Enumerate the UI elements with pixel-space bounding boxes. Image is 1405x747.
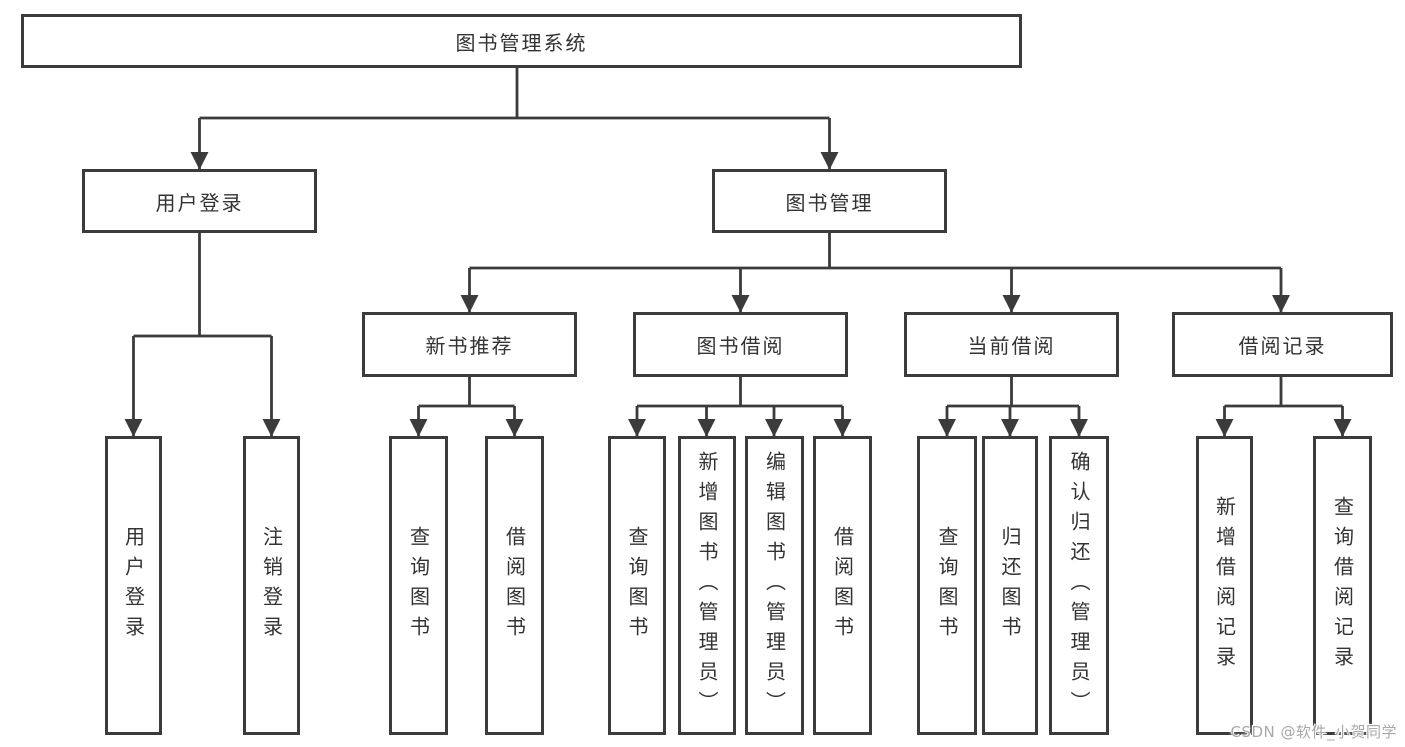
node-library-management-system: 图书管理系统 — [21, 14, 1022, 68]
node-user-login-branch: 用户登录 — [82, 169, 317, 233]
watermark: CSDN @软件_小贺同学 — [1230, 723, 1397, 741]
node-label: 新增借阅记录 — [1212, 495, 1237, 676]
leaf-borrowing-edit-book-admin: 编辑图书（管理员） — [745, 436, 804, 735]
node-label: 用户登录 — [155, 190, 244, 215]
node-label: 注销登录 — [259, 525, 284, 646]
node-label: 当前借阅 — [967, 334, 1056, 358]
node-label: 查询图书 — [935, 525, 959, 646]
node-borrowing-records: 借阅记录 — [1172, 312, 1393, 377]
leaf-borrowing-query-book: 查询图书 — [608, 436, 666, 735]
node-label: 查询借阅记录 — [1330, 495, 1355, 676]
node-label: 借阅图书 — [502, 525, 527, 646]
leaf-records-query-borrow-record: 查询借阅记录 — [1313, 436, 1372, 735]
node-book-management-branch: 图书管理 — [712, 169, 947, 233]
node-label: 归还图书 — [998, 525, 1022, 646]
leaf-user-login: 用户登录 — [105, 436, 162, 735]
leaf-borrowing-borrow-book: 借阅图书 — [813, 436, 872, 735]
leaf-records-add-borrow-record: 新增借阅记录 — [1196, 436, 1253, 735]
node-label: 借阅图书 — [830, 525, 855, 646]
node-new-book-recommendation: 新书推荐 — [362, 312, 577, 377]
node-label: 确认归还（管理员） — [1067, 450, 1091, 721]
leaf-borrowing-add-book-admin: 新增图书（管理员） — [678, 436, 736, 735]
node-label: 图书管理 — [785, 190, 874, 215]
node-label: 用户登录 — [121, 525, 146, 646]
leaf-current-return-book: 归还图书 — [982, 436, 1038, 735]
node-book-borrowing: 图书借阅 — [633, 312, 848, 377]
node-current-borrowing: 当前借阅 — [904, 312, 1119, 377]
leaf-current-confirm-return-admin: 确认归还（管理员） — [1049, 436, 1109, 735]
leaf-recommend-borrow-book: 借阅图书 — [485, 436, 544, 735]
node-label: 编辑图书（管理员） — [762, 450, 787, 721]
node-label: 新增图书（管理员） — [695, 450, 719, 721]
node-label: 新书推荐 — [425, 334, 514, 358]
leaf-logout-login: 注销登录 — [243, 436, 300, 735]
leaf-current-query-book: 查询图书 — [917, 436, 977, 735]
node-label: 查询图书 — [625, 525, 649, 646]
node-label: 查询图书 — [406, 525, 431, 646]
leaf-recommend-query-book: 查询图书 — [389, 436, 448, 735]
node-label: 图书管理系统 — [455, 30, 588, 55]
node-label: 借阅记录 — [1238, 334, 1327, 358]
node-label: 图书借阅 — [696, 334, 785, 358]
